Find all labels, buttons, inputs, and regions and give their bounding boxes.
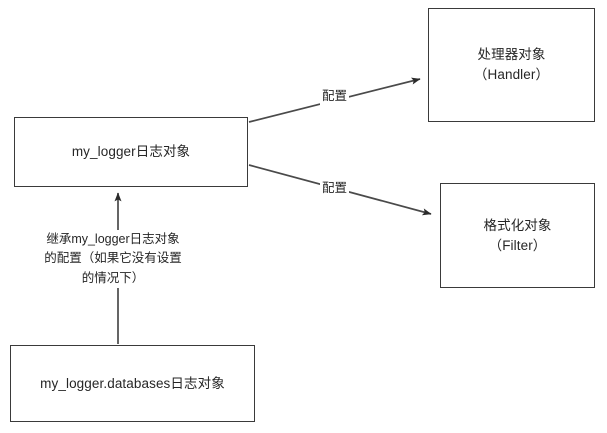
edge-label-child-logger-to-my-logger: 继承my_logger日志对象 的配置（如果它没有设置 的情况下） [18, 230, 208, 289]
node-handler-label: 处理器对象 （Handler） [473, 47, 550, 82]
node-child-logger-box[interactable]: my_logger.databases日志对象 [10, 345, 255, 422]
node-handler-box[interactable]: 处理器对象 （Handler） [428, 8, 595, 122]
node-filter-box[interactable]: 格式化对象 （Filter） [440, 183, 595, 288]
node-my-logger-box[interactable]: my_logger日志对象 [14, 117, 248, 187]
node-filter-label: 格式化对象 （Filter） [483, 217, 552, 253]
edge-label-my-logger-to-filter: 配置 [320, 180, 350, 197]
node-my-logger-label: my_logger日志对象 [71, 144, 191, 160]
node-child-logger-label: my_logger.databases日志对象 [40, 375, 225, 391]
edge-label-my-logger-to-handler: 配置 [320, 88, 350, 105]
